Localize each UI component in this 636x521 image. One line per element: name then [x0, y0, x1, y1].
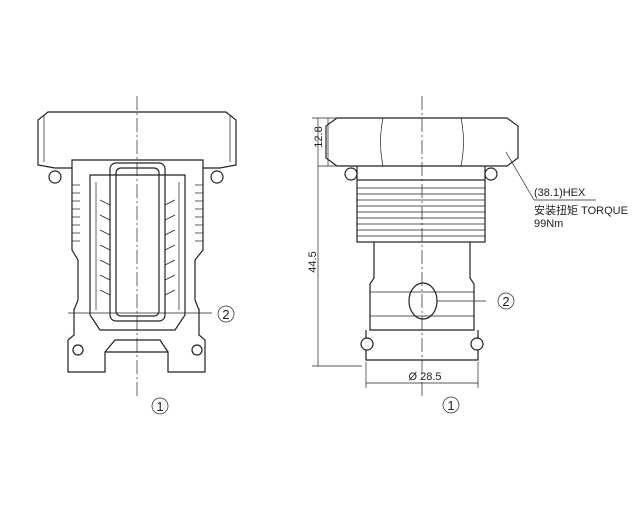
hex-leader-line	[505, 151, 535, 201]
outline-lower-body	[369, 242, 475, 331]
dim-total-height-label: 44.5	[307, 251, 319, 272]
outline-lower-oring-right	[470, 337, 484, 351]
section-thread-left	[72, 184, 80, 242]
outline-neck	[356, 166, 486, 180]
outline-threads	[357, 187, 485, 237]
section-thread-right	[195, 184, 203, 242]
outline-port-2-label: 2	[502, 294, 509, 309]
outline-side-port	[408, 282, 438, 320]
section-port-1-label: 1	[156, 399, 163, 414]
dim-diameter-label: Ø 28.5	[408, 371, 441, 383]
torque-label: 安装扭矩 TORQUE	[534, 203, 628, 217]
outline-nose	[365, 330, 479, 361]
section-seat	[104, 339, 169, 353]
section-body-walls	[67, 168, 206, 373]
outline-hex-flats	[380, 117, 464, 167]
outline-port-1-label: 1	[447, 398, 454, 413]
section-view: 2 1	[37, 96, 237, 415]
section-port-1-circle	[151, 397, 169, 415]
section-poppet	[109, 162, 166, 322]
section-upper-oring-left	[48, 170, 62, 184]
outline-upper-oring-left	[344, 167, 358, 181]
outline-port-1-circle	[442, 396, 460, 414]
section-hex-edges	[43, 116, 231, 162]
section-poppet-inner	[115, 167, 160, 317]
outline-hex-nut	[325, 117, 519, 167]
outline-upper-oring-right	[484, 167, 498, 181]
outline-view: 44.5 12.8 Ø 28.5 (38.1)HEX 安装扭矩 TORQUE 9…	[307, 96, 628, 414]
outline-port-2-circle	[497, 292, 515, 310]
section-lower-oring-right	[191, 344, 203, 356]
hex-size-label: (38.1)HEX	[534, 187, 586, 199]
dim-head-height-label: 12.8	[313, 126, 325, 147]
section-inner-sleeve	[89, 174, 186, 331]
section-port-2-label: 2	[222, 307, 229, 322]
section-port-2-circle	[217, 305, 235, 323]
section-spring	[99, 199, 176, 296]
outline-lower-oring-left	[360, 337, 374, 351]
torque-value: 99Nm	[534, 218, 563, 230]
section-lower-oring-left	[72, 344, 84, 356]
section-upper-oring-right	[210, 170, 224, 184]
section-hex-head	[37, 111, 237, 169]
outline-lower-body-lines	[370, 291, 474, 317]
section-sleeve-inner-lines	[95, 182, 180, 310]
outline-thread-body	[356, 179, 486, 243]
